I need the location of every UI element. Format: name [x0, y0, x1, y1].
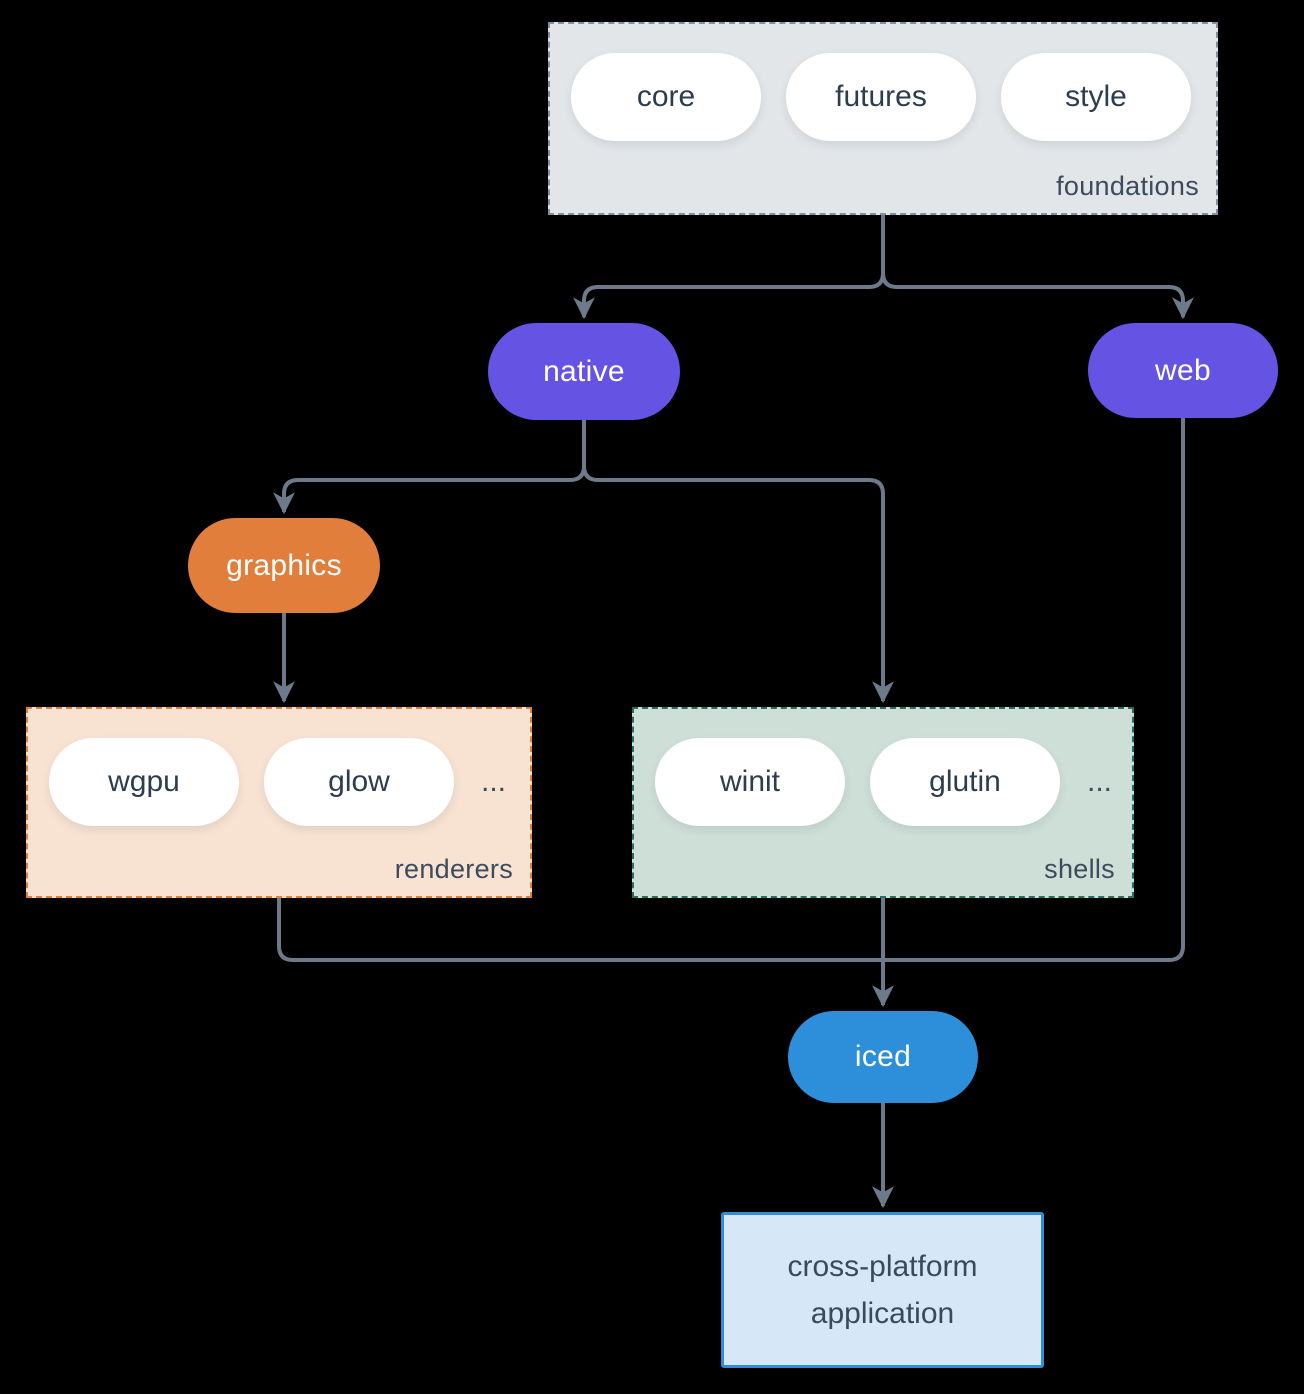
node-iced: iced	[788, 1011, 978, 1103]
edge-native-graphics	[273, 420, 586, 515]
pill-core: core	[571, 53, 761, 141]
node-native: native	[488, 323, 680, 420]
edge-renderers-merge	[277, 898, 883, 962]
pill-winit: winit	[655, 738, 845, 826]
renderers-group-label: renderers	[394, 854, 513, 884]
pill-glow: glow	[264, 738, 454, 826]
shells-group-label: shells	[1044, 854, 1115, 884]
shells-group: winit glutin ... shells	[632, 707, 1134, 898]
foundations-group-label: foundations	[1056, 171, 1199, 201]
node-web-label: web	[1155, 353, 1211, 387]
pill-wgpu: wgpu	[49, 738, 239, 826]
node-web: web	[1088, 323, 1278, 418]
application-box: cross-platform application	[721, 1212, 1044, 1368]
node-graphics-label: graphics	[226, 548, 342, 582]
node-iced-label: iced	[854, 1040, 912, 1073]
pill-style-label: style	[1065, 80, 1127, 113]
foundations-group: core futures style foundations	[548, 22, 1218, 215]
pill-futures: futures	[786, 53, 976, 141]
foundations-pill-row: core futures style	[571, 53, 1191, 141]
pill-core-label: core	[636, 80, 696, 113]
renderers-ellipsis: ...	[481, 765, 507, 798]
edge-foundations-native	[573, 215, 885, 320]
pill-glutin-label: glutin	[929, 765, 1001, 798]
renderers-pill-row: wgpu glow ...	[49, 738, 506, 826]
edge-native-shells	[582, 420, 894, 704]
renderers-group: wgpu glow ... renderers	[26, 707, 532, 898]
pill-style: style	[1001, 53, 1191, 141]
node-graphics: graphics	[188, 518, 380, 613]
edge-foundations-web	[881, 215, 1194, 320]
pill-glow-label: glow	[328, 765, 390, 798]
pill-futures-label: futures	[835, 80, 927, 113]
application-label-line2: application	[810, 1297, 955, 1330]
shells-ellipsis: ...	[1087, 765, 1113, 798]
pill-wgpu-label: wgpu	[108, 765, 180, 798]
pill-glutin: glutin	[870, 738, 1060, 826]
shells-pill-row: winit glutin ...	[655, 738, 1112, 826]
node-native-label: native	[543, 354, 625, 388]
application-label-line1: cross-platform	[787, 1250, 978, 1283]
pill-winit-label: winit	[719, 765, 780, 798]
edge-web-merge	[883, 418, 1185, 962]
